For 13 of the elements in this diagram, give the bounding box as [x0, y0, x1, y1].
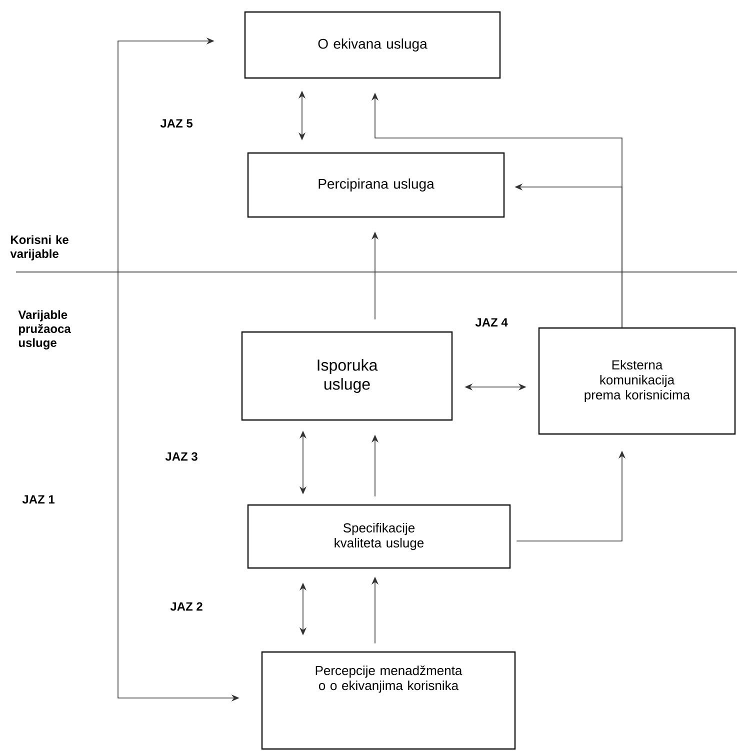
section-label: Korisni ke varijable — [10, 235, 68, 260]
process-box: Specifikacije kvaliteta usluge — [247, 504, 511, 569]
gap-label: JAZ 1 — [22, 495, 55, 504]
process-box: Eksterna komunikacija prema korisnicima — [538, 327, 736, 435]
process-box: O ekivana usluga — [244, 11, 501, 79]
process-box: Percipirana usluga — [247, 152, 505, 218]
gap-label: JAZ 3 — [165, 452, 198, 461]
process-box: Isporuka usluge — [241, 331, 453, 421]
gap-label: JAZ 2 — [170, 602, 202, 611]
gap-label: JAZ 5 — [160, 119, 193, 128]
process-box: Percepcije menadžmenta o o ekivanjima korisnika — [261, 651, 516, 750]
section-label: Varijable pružaoca usluge — [18, 310, 71, 350]
gap-label: JAZ 4 — [475, 318, 508, 327]
